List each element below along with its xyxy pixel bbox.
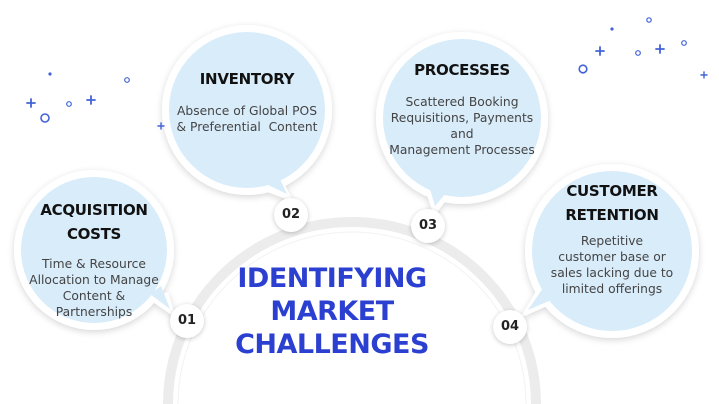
title-line: RETENTION [565, 206, 659, 224]
circle-sparkle-icon [578, 64, 588, 74]
step-number-badge: 04 [493, 310, 527, 344]
bubble-customer-retention [520, 164, 699, 338]
item-title: CUSTOMER RETENTION [537, 179, 687, 227]
title-line: INVENTORY [199, 70, 295, 88]
description-line: Requisitions, Payments and [390, 111, 534, 141]
item-description: Scattered Booking Requisitions, Payments… [382, 94, 542, 158]
step-number-badge: 01 [170, 304, 204, 338]
plus-sparkle-icon [595, 46, 605, 56]
bubble-acquisition-costs [14, 170, 176, 330]
item-title: INVENTORY [167, 67, 327, 91]
plus-sparkle-icon [655, 44, 665, 54]
plus-sparkle-icon [26, 98, 36, 108]
title-line: ACQUISITION COSTS [40, 201, 148, 243]
bubble-processes [376, 32, 548, 216]
acquisition-costs-text: ACQUISITION COSTS Time & Resource Alloca… [24, 198, 164, 320]
center-title-line: CHALLENGES [235, 329, 429, 360]
description-line: sales lacking due to [550, 266, 674, 280]
title-line: PROCESSES [414, 61, 510, 79]
description-line: Partnerships [55, 305, 133, 319]
bubble-fill [169, 32, 325, 188]
description-line: Allocation to Manage [29, 273, 159, 287]
bubble-fill [21, 177, 167, 323]
dot-sparkle-icon [610, 27, 614, 31]
description-line: customer base or [558, 250, 666, 264]
title-line: CUSTOMER [566, 182, 658, 200]
bubble-inventory [162, 25, 332, 202]
plus-sparkle-icon [157, 122, 165, 130]
plus-sparkle-icon [86, 95, 96, 105]
customer-retention-text: CUSTOMER RETENTION Repetitive customer b… [537, 179, 687, 297]
processes-text: PROCESSES Scattered Booking Requisitions… [382, 58, 542, 158]
description-line: Management Processes [389, 143, 535, 157]
center-title: IDENTIFYING MARKET CHALLENGES [232, 262, 432, 361]
item-title: ACQUISITION COSTS [24, 198, 164, 246]
description-line: Absence of Global POS [176, 104, 317, 118]
circle-sparkle-icon [681, 40, 687, 46]
center-title-line: MARKET [270, 296, 394, 327]
circle-sparkle-icon [124, 77, 130, 83]
circle-sparkle-icon [646, 17, 652, 23]
description-line: Time & Resource [42, 257, 146, 271]
step-number-badge: 02 [274, 198, 308, 232]
inventory-text: INVENTORY Absence of Global POS & Prefer… [167, 67, 327, 135]
sparkles [26, 17, 708, 130]
item-description: Time & Resource Allocation to Manage Con… [24, 256, 164, 320]
step-number-badge: 03 [411, 209, 445, 243]
plus-sparkle-icon [700, 71, 708, 79]
center-title-line: IDENTIFYING [237, 263, 427, 294]
circle-sparkle-icon [66, 101, 72, 107]
item-title: PROCESSES [382, 58, 542, 82]
description-line: Content & [62, 289, 126, 303]
description-line: Scattered Booking [405, 95, 519, 109]
description-line: limited offerings [561, 282, 663, 296]
circle-sparkle-icon [40, 113, 50, 123]
circle-sparkle-icon [635, 50, 641, 56]
bubble-fill [383, 39, 541, 197]
item-description: Absence of Global POS & Preferential Con… [167, 103, 327, 135]
dot-sparkle-icon [48, 72, 52, 76]
description-line: & Preferential Content [176, 120, 318, 134]
bubble-fill [532, 171, 692, 331]
item-description: Repetitive customer base or sales lackin… [537, 233, 687, 297]
description-line: Repetitive [580, 234, 644, 248]
